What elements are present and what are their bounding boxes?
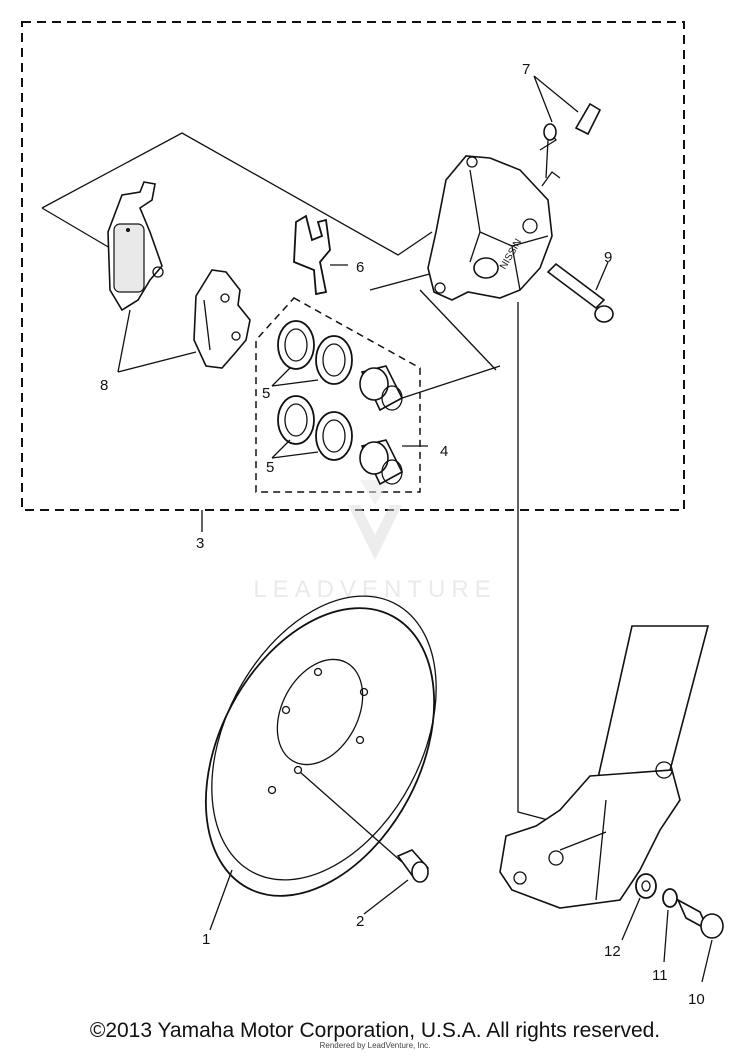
front-fork-leg [499, 625, 710, 909]
disc-bolt-leader [299, 771, 403, 863]
callout-7: 7 [522, 61, 530, 78]
piston-seals [277, 320, 353, 461]
callout-1: 1 [202, 931, 210, 948]
callout-3: 3 [196, 535, 204, 552]
caliper-bolt [546, 261, 614, 323]
washer-12 [635, 873, 657, 899]
washer-11 [662, 888, 678, 908]
rendered-by-note: Rendered by LeadVenture, Inc. [319, 1041, 431, 1050]
brake-pad-left [107, 181, 164, 312]
mount-leader-line [517, 302, 549, 821]
callout-9: 9 [604, 249, 612, 266]
seal-leader-line [389, 365, 501, 403]
brake-disc [204, 595, 437, 897]
bleed-callout-leaders [533, 75, 579, 123]
brake-pad-right [193, 269, 251, 369]
caliper-assembly-outline [21, 21, 685, 511]
callout-2: 2 [356, 913, 364, 930]
callout-6: 6 [356, 259, 364, 276]
seal-kit-outline [255, 297, 421, 493]
callout-5-lower: 5 [266, 459, 274, 476]
disc-bolt [396, 849, 430, 883]
pad-callout-leaders [117, 309, 197, 373]
disc-callout-leader [209, 869, 233, 931]
copyright-notice: ©2013 Yamaha Motor Corporation, U.S.A. A… [89, 1019, 661, 1042]
callout-12: 12 [604, 943, 621, 960]
callout-8: 8 [100, 377, 108, 394]
watermark-text: LEADVENTURE [253, 576, 496, 603]
disc-bolt-callout-leader [363, 879, 409, 915]
callout-11: 11 [652, 967, 668, 984]
caliper-body: NISSIN [427, 155, 553, 301]
pad-spring [293, 214, 348, 296]
leadventure-watermark: LEADVENTURE [253, 480, 496, 603]
callout-4: 4 [440, 443, 448, 460]
callout-10: 10 [688, 991, 705, 1008]
axle-bolt [676, 898, 724, 939]
pistons [359, 365, 428, 486]
seal-callout-leaders [271, 367, 319, 459]
pad-leader-lines [41, 132, 501, 371]
callout-5-upper: 5 [262, 385, 270, 402]
bleed-screw [539, 102, 602, 187]
hardware-callout-leaders [621, 897, 713, 983]
